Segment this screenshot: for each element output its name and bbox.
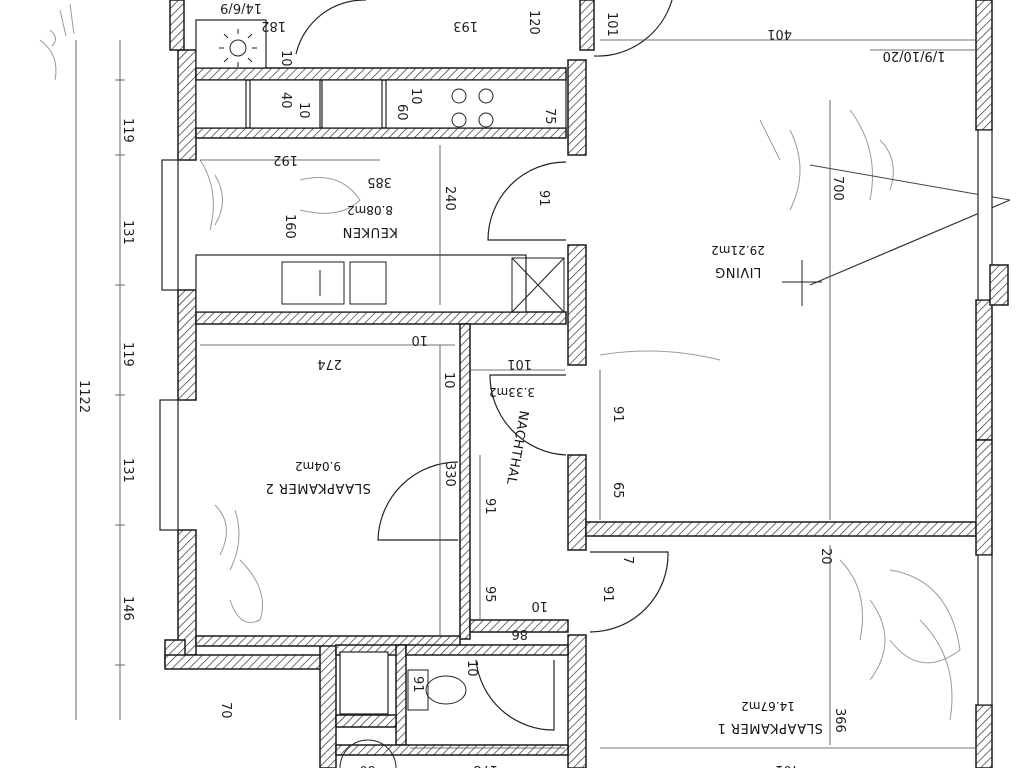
dim-label: 120 <box>526 10 541 35</box>
door-keuken[interactable] <box>487 161 567 241</box>
dim-label: 91 <box>410 676 425 693</box>
dim-label: 60 <box>394 104 409 121</box>
dimension-labels: 119 131 119 131 146 70 1122 182 193 120 … <box>76 0 847 768</box>
door-living-top[interactable] <box>593 0 673 57</box>
dim-label: 10 <box>464 660 479 677</box>
fridge-icon <box>511 257 565 313</box>
dim-label: 75 <box>542 108 557 125</box>
dim-label: 10 <box>296 102 311 119</box>
dim-label: 193 <box>453 18 478 33</box>
dim-label: 240 <box>442 186 457 211</box>
dim-label: 95 <box>482 586 497 603</box>
fragment-text: 14/6/9 <box>220 0 262 15</box>
dim-label: 40 <box>278 92 293 109</box>
room-labels: KEUKEN 8.08m2 LIVING 29.21m2 SLAAPKAMER … <box>265 48 945 735</box>
room-name-keuken: KEUKEN <box>342 224 398 239</box>
dim-label: 60 <box>359 762 376 768</box>
dim-label: 366 <box>832 708 847 733</box>
dim-label: 401 <box>767 26 792 41</box>
dim-label: 86 <box>511 626 528 641</box>
dim-label: 330 <box>442 462 457 487</box>
dim-label: 178 <box>473 762 498 768</box>
dim-label: 131 <box>120 458 135 483</box>
toilet-icon <box>407 669 467 711</box>
room-area-nachthal: 3.33m2 <box>489 385 535 399</box>
doors <box>295 0 673 731</box>
pencil-annotations <box>39 3 1011 721</box>
dim-label: 700 <box>830 176 845 201</box>
dim-label: 91 <box>600 586 615 603</box>
date-stamp: 1/9/10/20 <box>883 48 946 63</box>
door-nachthal[interactable] <box>489 374 567 456</box>
door-entrance[interactable] <box>295 0 366 55</box>
kitchen-fixtures <box>195 19 567 313</box>
dim-label: 401 <box>775 762 800 768</box>
bathroom-fixtures <box>339 651 467 768</box>
door-slaapkamer-1[interactable] <box>589 551 669 633</box>
room-area-slaapkamer-1: 14.67m2 <box>741 699 795 713</box>
dim-label: 101 <box>507 356 532 371</box>
room-area-living: 29.21m2 <box>711 243 765 257</box>
dim-label: 10 <box>408 88 423 105</box>
door-bathroom[interactable] <box>475 659 555 731</box>
room-area-keuken: 8.08m2 <box>347 203 393 217</box>
dim-label: 160 <box>282 214 297 239</box>
dim-label: 10 <box>278 50 293 67</box>
crosshair-icon <box>782 260 822 306</box>
dim-label: 91 <box>482 498 497 515</box>
dim-label: 7 <box>620 556 635 564</box>
sun-icon <box>219 29 257 67</box>
room-name-slaapkamer-2: SLAAPKAMER 2 <box>265 480 371 495</box>
dim-label: 91 <box>536 190 551 207</box>
dim-label: 65 <box>610 482 625 499</box>
door-slaapkamer-2[interactable] <box>377 461 459 541</box>
room-name-nachthal: NACHTHAL <box>503 409 531 486</box>
dim-label: 20 <box>818 548 833 565</box>
dimension-lines <box>75 39 975 749</box>
dim-label: 101 <box>604 12 619 37</box>
dim-label: 182 <box>261 18 286 33</box>
outer-walls <box>159 0 1009 768</box>
dim-label: 10 <box>531 598 548 613</box>
dim-label: 1122 <box>76 380 91 413</box>
dim-label: 10 <box>411 332 428 347</box>
dim-label: 131 <box>120 220 135 245</box>
sink-icon <box>281 261 387 305</box>
room-area-slaapkamer-2: 9.04m2 <box>295 459 341 473</box>
washbasin-icon <box>339 739 397 768</box>
dim-label: 70 <box>218 702 233 719</box>
dim-label: 91 <box>610 406 625 423</box>
room-name-living: LIVING <box>715 264 762 279</box>
dim-label: 274 <box>317 356 342 371</box>
dim-label: 385 <box>367 174 392 189</box>
dim-label: 192 <box>273 152 298 167</box>
room-name-slaapkamer-1: SLAAPKAMER 1 <box>717 720 823 735</box>
dim-label: 10 <box>441 372 456 389</box>
dim-label: 119 <box>120 342 135 367</box>
dim-label: 119 <box>120 118 135 143</box>
cooktop-icon <box>451 88 494 128</box>
dim-label: 146 <box>120 596 135 621</box>
